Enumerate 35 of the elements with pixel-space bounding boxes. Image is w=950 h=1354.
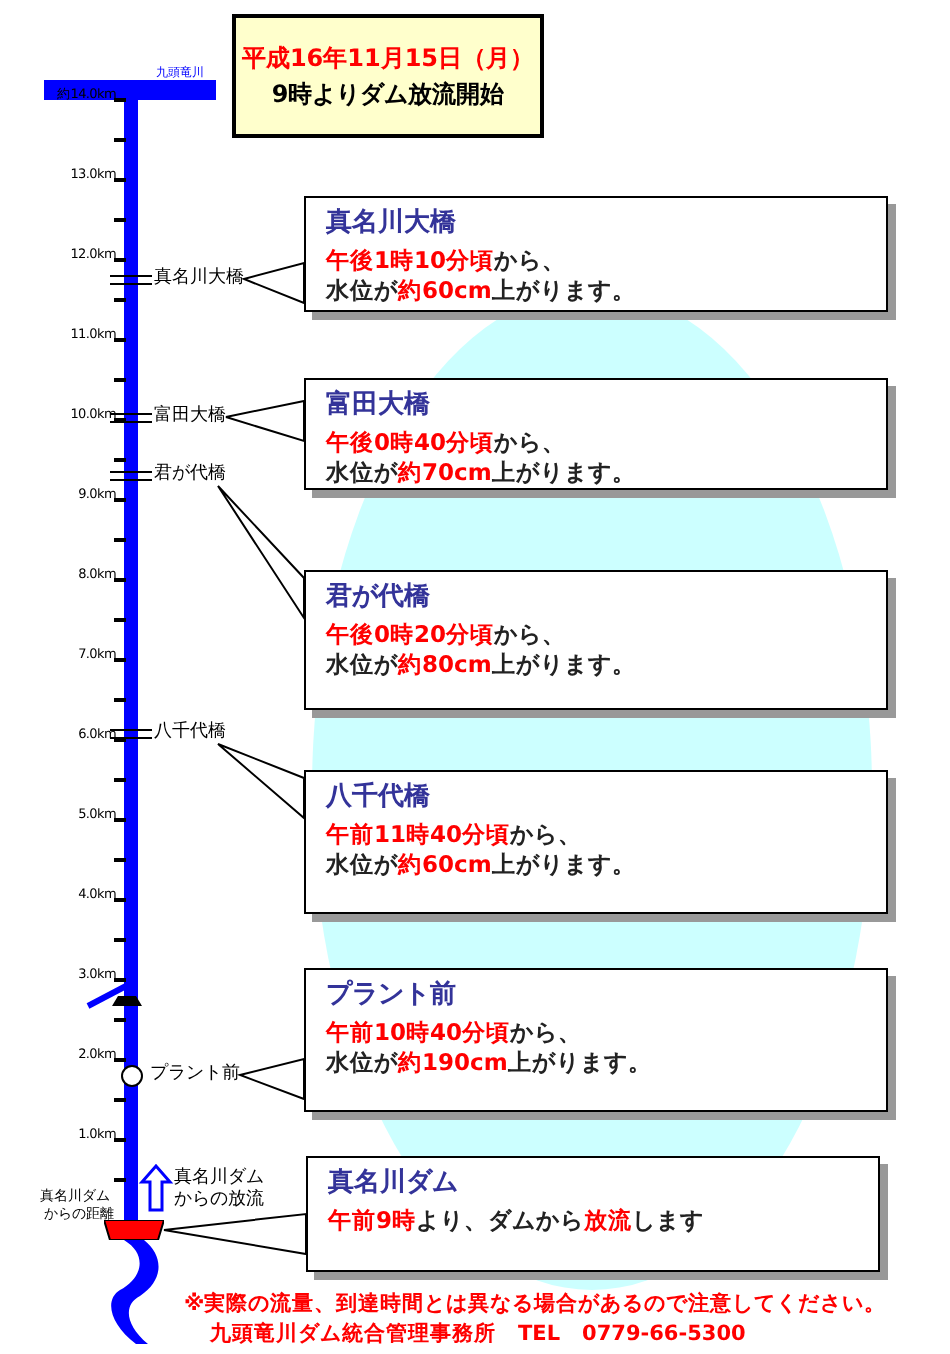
callout-pointer	[225, 399, 305, 443]
bridge-label: 富田大橋	[154, 406, 226, 428]
callout-heading: 八千代橋	[326, 779, 432, 814]
callout-text: 午後0時40分頃から、	[326, 428, 569, 458]
bridge-label: 八千代橋	[154, 722, 226, 744]
callout-pointer	[236, 1057, 305, 1101]
bridge-label: プラント前	[150, 1064, 240, 1086]
callout-text: 午後0時20分頃から、	[326, 620, 569, 650]
callout-pointer	[163, 1212, 307, 1256]
callout-heading: 真名川大橋	[326, 206, 458, 240]
callout-text: 水位が約80cm上がります。	[326, 650, 638, 680]
callout-heading: 富田大橋	[326, 387, 432, 422]
callout-text: 午前9時より、ダムから放流します	[328, 1206, 707, 1236]
callout-pointer	[240, 261, 305, 305]
title-box	[232, 14, 544, 138]
title-text: 9時よりダム放流開始	[271, 78, 505, 112]
callout-text: 午前10時40分頃から、	[326, 1018, 585, 1048]
callout-pointer	[217, 485, 305, 622]
note-text: ※実際の流量、到達時間とは異なる場合があるので注意してください。	[184, 1290, 887, 1318]
callout-heading: 君が代橋	[326, 580, 432, 614]
callout-pointer	[217, 743, 305, 821]
title-text: 平成16年11月15日（月）	[241, 42, 535, 76]
callout-text: 水位が約70cm上がります。	[326, 458, 638, 488]
bridge-label: 君が代橋	[154, 464, 226, 486]
river-label: からの放流	[174, 1190, 264, 1212]
callout-heading: プラント前	[326, 977, 458, 1012]
bridge-label: 真名川大橋	[154, 268, 244, 290]
callout-text: 水位が約190cm上がります。	[326, 1048, 654, 1078]
callout-text: 水位が約60cm上がります。	[326, 276, 638, 306]
callout-text: 水位が約60cm上がります。	[326, 850, 638, 880]
river-label: 真名川ダム	[174, 1168, 264, 1189]
note-text: 九頭竜川ダム統合管理事務所 TEL 0779-66-5300	[210, 1320, 746, 1348]
callout-heading: 真名川ダム	[328, 1166, 460, 1200]
callout-text: 午後1時10分頃から、	[326, 246, 569, 276]
callout-text: 午前11時40分頃から、	[326, 820, 585, 850]
